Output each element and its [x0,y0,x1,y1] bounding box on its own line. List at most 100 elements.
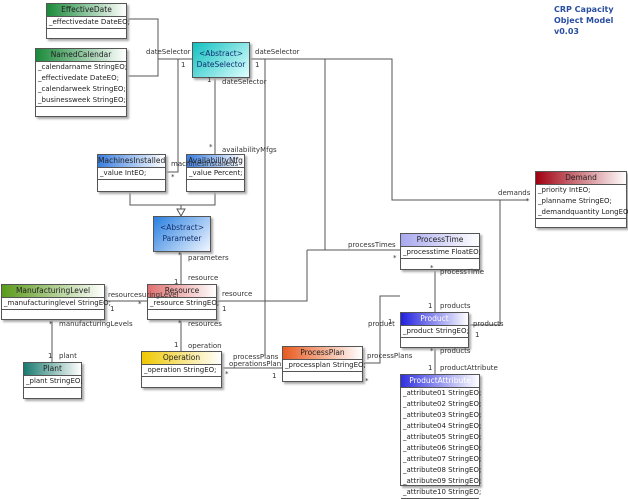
attribute: _attribute06 StringEO; [403,444,482,452]
class-operation[interactable]: Operation_operation StringEO; [141,351,222,388]
class-name: Demand [536,172,626,185]
title-line-1: CRP Capacity [554,5,614,14]
association-label: demands [498,189,531,197]
class-name: Parameter [162,234,202,243]
association-label: 1 [428,364,433,372]
attribute: _attribute05 StringEO; [403,433,482,441]
attribute: _processtime FloatEO; [401,247,481,259]
association-label: parameters [188,254,229,262]
association-label: products [473,320,504,328]
attribute: _businessweek StringEO; [36,95,126,107]
association-label: * [430,264,434,272]
attribute: _processplan StringEO; [283,360,366,372]
association-label: processPlans [367,352,413,360]
association-label: * [178,251,182,259]
title-line-2: Object Model v0.03 [554,16,614,36]
class-demand[interactable]: Demand_priority IntEO; _planname StringEO… [535,171,628,228]
attribute: _attribute02 StringEO; [403,400,482,408]
association-label: processTime [440,268,485,276]
association-label: * [225,370,229,378]
association-label: products [440,302,471,310]
association-label: manufacturingLevels [59,320,133,328]
class-name: Operation [142,352,221,365]
class-product-attribute[interactable]: ProductAttribute _attribute01 StringEO; _… [400,374,482,499]
class-name: EffectiveDate [47,4,126,17]
association-label: 1 [255,61,260,69]
attribute: _value Percent; [187,168,244,180]
association-label: product [368,320,395,328]
attribute: _effectivedate DateEO; [47,17,130,29]
association-label: dateSelector [222,78,267,86]
association-label: * [393,254,397,262]
class-machines-installed[interactable]: MachinesInstalled_value IntEO; [97,154,166,192]
class-effective-date[interactable]: EffectiveDate_effectivedate DateEO; [46,3,130,39]
class-name: Resource [148,285,216,298]
attribute: _demandquantity LongEO; [536,207,628,219]
class-manufacturing-level[interactable]: ManufacturingLevel_manufacturinglevel St… [1,284,111,320]
attribute: _attribute04 StringEO; [403,422,482,430]
class-name: Plant [24,363,81,376]
association-label: resource [188,274,219,282]
association-label: dateSelector [146,48,191,56]
attribute: _priority IntEO; [538,186,591,194]
class-date-selector[interactable]: <Abstract>DateSelector [192,42,250,78]
association-label: 1 [428,302,433,310]
attribute: _attribute07 StringEO; [403,455,482,463]
attribute: _operation StringEO; [142,365,221,377]
class-process-plan[interactable]: ProcessPlan_processplan StringEO; [282,346,366,382]
class-process-time[interactable]: ProcessTime_processtime FloatEO; [400,233,481,270]
association-label: processPlans [233,353,279,361]
class-name: ProcessTime [401,234,479,247]
association-label: resourcesuringLevel [108,291,179,299]
association-label: processTimes [348,241,396,249]
attribute: _calendarname StringEO; [38,63,128,71]
attribute: _planname StringEO; [538,197,612,205]
association-label: resource [222,290,253,298]
class-name: MachinesInstalled [98,155,165,168]
attribute: _plant StringEO; [24,376,83,388]
association-label: operation [188,342,222,350]
association-lines [51,18,528,374]
association-label: * [430,347,434,355]
association-label: * [209,143,213,151]
class-product[interactable]: Product_product StringEO; [400,312,469,348]
class-parameter[interactable]: <Abstract> Parameter [153,216,211,252]
class-named-calendar[interactable]: NamedCalendar_calendarname StringEO;_eff… [35,48,127,117]
attribute: _resource StringEO; [148,298,219,310]
class-name: DateSelector [196,60,246,69]
association-label: operationsPlan [229,360,282,368]
association-label: dateSelector [255,48,300,56]
attribute: _calendarweek StringEO; [38,85,126,93]
association-label: machinesInstalleds [171,160,239,168]
association-label: 1 [222,305,227,313]
association-label: 1 [475,331,480,339]
class-availability-mfg[interactable]: AvailabilityMfg_value Percent; [186,154,245,192]
association-label: productAttribute [440,364,498,372]
class-name: AvailabilityMfg [187,155,244,168]
class-name: Product [401,313,468,326]
class-plant[interactable]: Plant_plant StringEO; [23,362,83,399]
attribute: _product StringEO; [401,326,469,338]
class-name: ProcessPlan [283,347,362,360]
association-label: availabilityMfgs [222,146,277,154]
association-label: products [440,347,471,355]
association-label: * [49,320,53,328]
association-label: 1 [272,372,277,380]
association-label: * [178,319,182,327]
class-name: ProductAttribute [401,375,479,388]
association-label: * [365,377,369,385]
association-label: 1 [388,318,393,326]
class-resource[interactable]: Resource_resource StringEO; [147,284,219,320]
attribute: _manufacturinglevel StringEO; [2,298,111,310]
attribute: _attribute01 StringEO; [403,389,482,397]
class-name: ManufacturingLevel [2,285,104,298]
attribute: _value IntEO; [98,168,165,180]
attribute: _attribute09 StringEO; [403,477,482,485]
stereotype: <Abstract> [159,223,205,232]
association-label: 1 [181,61,186,69]
attribute: _effectivedate DateEO; [38,74,119,82]
association-label: 1 [110,305,115,313]
association-label: 1 [207,76,212,84]
association-label: 1 [48,352,53,360]
